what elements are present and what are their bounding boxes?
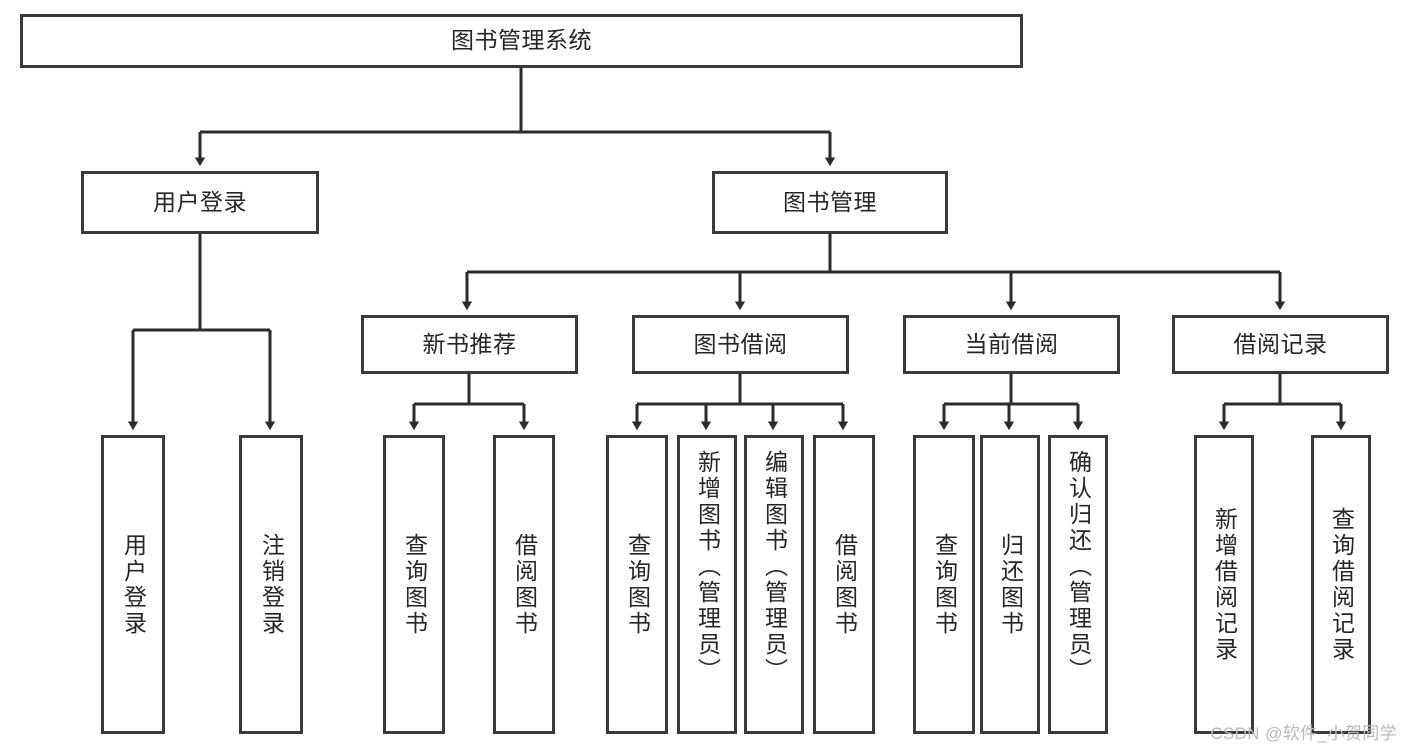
node-book-borrow[interactable]: 图书借阅	[632, 315, 849, 374]
node-borrow-record[interactable]: 借阅记录	[1172, 315, 1389, 374]
node-leaf-borrow-book-1[interactable]: 借阅图书	[493, 435, 555, 734]
node-leaf-user-login-label: 用户登录	[120, 532, 147, 637]
node-root-label: 图书管理系统	[451, 27, 592, 54]
node-leaf-query-book-1[interactable]: 查询图书	[383, 435, 445, 734]
node-leaf-confirm-return[interactable]: 确认归还（管理员）	[1048, 435, 1108, 734]
node-leaf-user-login[interactable]: 用户登录	[101, 435, 165, 734]
node-leaf-borrow-book-2[interactable]: 借阅图书	[813, 435, 875, 734]
node-leaf-return-book-label: 归还图书	[997, 532, 1024, 637]
node-new-book-rec[interactable]: 新书推荐	[361, 315, 578, 374]
node-leaf-borrow-book-2-label: 借阅图书	[831, 532, 858, 637]
node-leaf-query-book-2-label: 查询图书	[624, 532, 651, 637]
node-leaf-add-record[interactable]: 新增借阅记录	[1194, 435, 1254, 734]
node-borrow-record-label: 借阅记录	[1233, 330, 1328, 357]
node-leaf-query-book-1-label: 查询图书	[401, 532, 428, 637]
node-leaf-edit-book[interactable]: 编辑图书（管理员）	[744, 435, 804, 734]
node-user-login-label: 用户登录	[153, 188, 247, 215]
node-leaf-query-book-3[interactable]: 查询图书	[913, 435, 975, 734]
node-user-login[interactable]: 用户登录	[81, 171, 319, 234]
node-leaf-return-book[interactable]: 归还图书	[980, 435, 1040, 734]
node-leaf-add-book-label: 新增图书（管理员）	[694, 450, 721, 684]
node-book-manage[interactable]: 图书管理	[712, 171, 948, 234]
node-leaf-query-record-label: 查询借阅记录	[1328, 506, 1355, 663]
node-leaf-add-record-label: 新增借阅记录	[1211, 506, 1238, 663]
node-leaf-add-book[interactable]: 新增图书（管理员）	[677, 435, 737, 734]
node-leaf-query-book-3-label: 查询图书	[931, 532, 958, 637]
node-leaf-edit-book-label: 编辑图书（管理员）	[761, 450, 788, 684]
node-leaf-logout-label: 注销登录	[258, 532, 285, 637]
node-leaf-logout[interactable]: 注销登录	[239, 435, 303, 734]
node-book-manage-label: 图书管理	[783, 188, 877, 215]
node-current-borrow[interactable]: 当前借阅	[903, 315, 1120, 374]
node-leaf-query-book-2[interactable]: 查询图书	[606, 435, 668, 734]
node-leaf-borrow-book-1-label: 借阅图书	[511, 532, 538, 637]
node-leaf-confirm-return-label: 确认归还（管理员）	[1065, 450, 1092, 684]
node-new-book-rec-label: 新书推荐	[422, 330, 517, 357]
node-book-borrow-label: 图书借阅	[693, 330, 788, 357]
node-leaf-query-record[interactable]: 查询借阅记录	[1311, 435, 1371, 734]
node-current-borrow-label: 当前借阅	[964, 330, 1059, 357]
node-root[interactable]: 图书管理系统	[20, 14, 1023, 68]
